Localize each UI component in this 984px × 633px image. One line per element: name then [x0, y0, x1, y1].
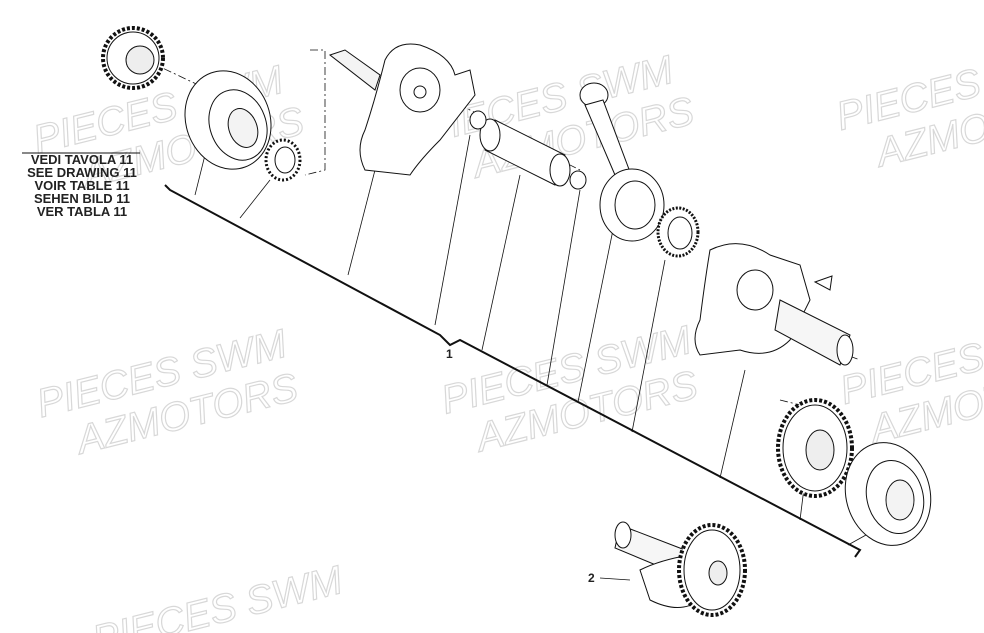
note-line-fr: VOIR TABLE 11	[34, 178, 130, 193]
watermark-text: PIECES SWM	[88, 558, 347, 633]
note-line-it: VEDI TAVOLA 11	[30, 152, 134, 167]
needle-bearing	[656, 206, 700, 258]
connecting-rod	[579, 82, 665, 242]
cross-reference-note: VEDI TAVOLA 11 SEE DRAWING 11 VOIR TABLE…	[18, 153, 146, 218]
note-line-en: SEE DRAWING 11	[27, 165, 137, 180]
crank-pin	[469, 110, 587, 190]
balancer-shaft	[614, 521, 747, 617]
bearing-left	[184, 70, 272, 170]
crankshaft-half-right	[694, 243, 854, 366]
bearing-right	[844, 442, 932, 546]
crankshaft-half-left	[328, 43, 476, 176]
gear-top-left	[101, 26, 165, 90]
assembly-bracket-line	[164, 184, 862, 558]
gear-right	[776, 398, 854, 498]
sprocket-small	[264, 138, 302, 182]
note-line-de: SEHEN BILD 11	[33, 191, 131, 206]
leader-lines	[194, 134, 876, 581]
callout-1: 1	[446, 347, 453, 361]
callout-2: 2	[588, 571, 595, 585]
note-line-es: VER TABLA 11	[36, 204, 128, 219]
